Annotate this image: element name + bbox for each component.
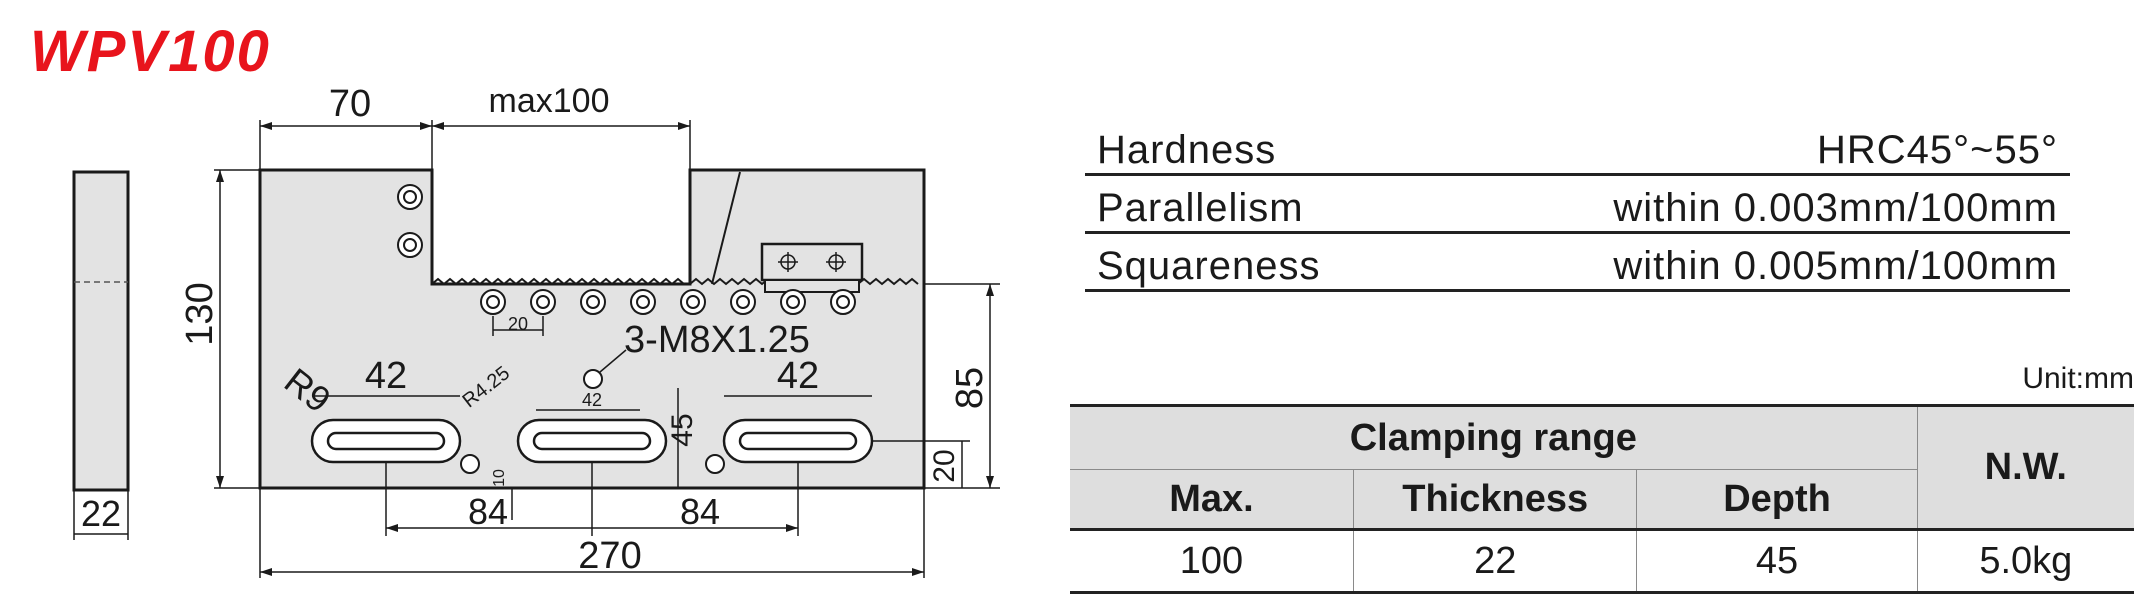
spec-value: within 0.003mm/100mm [1613,186,2058,230]
spec-row-squareness: Squareness within 0.005mm/100mm [1085,234,2070,292]
dim-offset: 10 [491,469,508,487]
nw-header: N.W. [1916,404,2134,531]
clamping-range-header: Clamping range [1070,404,1918,470]
cell-thickness: 22 [1352,529,1638,594]
thread-note: 3-M8X1.25 [624,319,810,361]
col-depth-header: Depth [1636,469,1918,531]
spec-value: HRC45°~55° [1817,128,2058,172]
cell-nw: 5.0kg [1916,529,2134,594]
dim-top-max: max100 [489,82,610,120]
cell-depth: 45 [1636,529,1918,594]
spec-value: within 0.005mm/100mm [1613,244,2058,288]
spec-label: Squareness [1097,244,1321,288]
cell-max: 100 [1070,529,1354,594]
spec-label: Parallelism [1097,186,1304,230]
dim-side-width: 22 [81,493,121,534]
dimension-arrows [216,122,994,576]
clamping-table: Clamping range N.W. Max. Thickness Depth… [1070,404,2134,594]
slot-length-mid: 42 [582,390,602,410]
dim-height: 130 [179,282,221,345]
spec-label: Hardness [1097,128,1277,172]
dim-center: 45 [666,413,699,446]
slot-length-right: 42 [777,355,819,397]
spec-table: Hardness HRC45°~55° Parallelism within 0… [1085,118,2070,292]
table-row: 100 22 45 5.0kg [1070,529,2134,594]
dim-total: 270 [578,535,641,577]
dim-right-height: 85 [949,367,991,409]
col-thickness-header: Thickness [1352,469,1638,531]
product-title: WPV100 [30,19,271,84]
dim-pitch: 20 [508,314,528,334]
side-view: 22 [72,170,130,540]
dim-spacing-left: 84 [468,491,508,532]
dim-top-left: 70 [329,83,371,125]
vise-body [258,168,926,490]
dimension-lines [214,120,1000,578]
dim-spacing-right: 84 [680,491,720,532]
slot-length-left: 42 [365,355,407,397]
spec-row-parallelism: Parallelism within 0.003mm/100mm [1085,176,2070,234]
dim-right-offset: 20 [928,449,961,482]
clamp-plate [760,242,864,282]
col-max-header: Max. [1070,469,1354,531]
spec-row-hardness: Hardness HRC45°~55° [1085,118,2070,176]
unit-label: Unit:mm [2022,362,2134,395]
